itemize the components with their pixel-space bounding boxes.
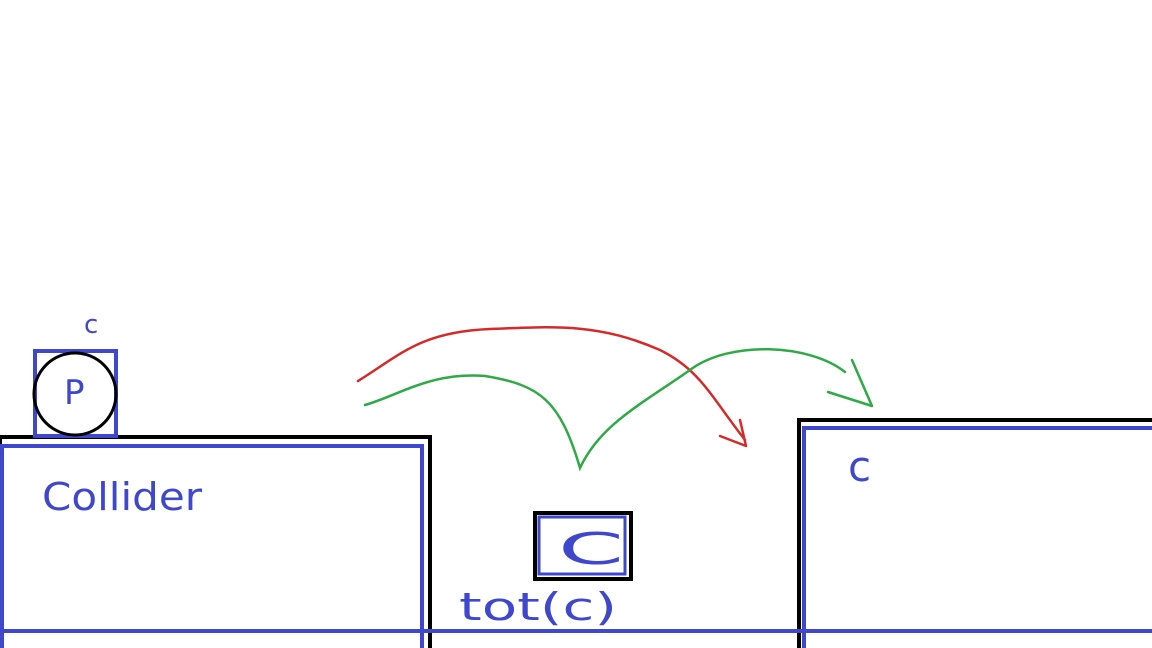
red-arrowhead xyxy=(718,418,748,448)
left-platform-collider xyxy=(0,444,424,648)
red-jump-path xyxy=(356,326,747,442)
right-platform-label: c xyxy=(848,442,871,491)
right-platform-collider xyxy=(802,426,1152,648)
green-arrowhead xyxy=(826,358,874,408)
red-jump-arrow xyxy=(356,326,748,448)
middle-collider-box: C tot(c) xyxy=(459,511,633,629)
player-tag-label: c xyxy=(84,310,98,340)
green-jump-arrow xyxy=(363,348,874,472)
left-platform: Collider xyxy=(0,435,432,648)
left-platform-outline xyxy=(0,435,432,648)
left-platform-label: Collider xyxy=(42,475,202,519)
right-platform: c xyxy=(797,418,1152,648)
right-platform-outline xyxy=(797,418,1152,648)
middle-caption-label: tot(c) xyxy=(459,585,617,629)
player: P c xyxy=(32,310,118,438)
player-body xyxy=(32,351,118,437)
middle-box-label: C xyxy=(558,524,624,575)
player-label: P xyxy=(64,373,85,413)
middle-box-outline xyxy=(533,511,633,581)
middle-box-collider xyxy=(537,515,627,576)
green-jump-path xyxy=(363,348,847,472)
